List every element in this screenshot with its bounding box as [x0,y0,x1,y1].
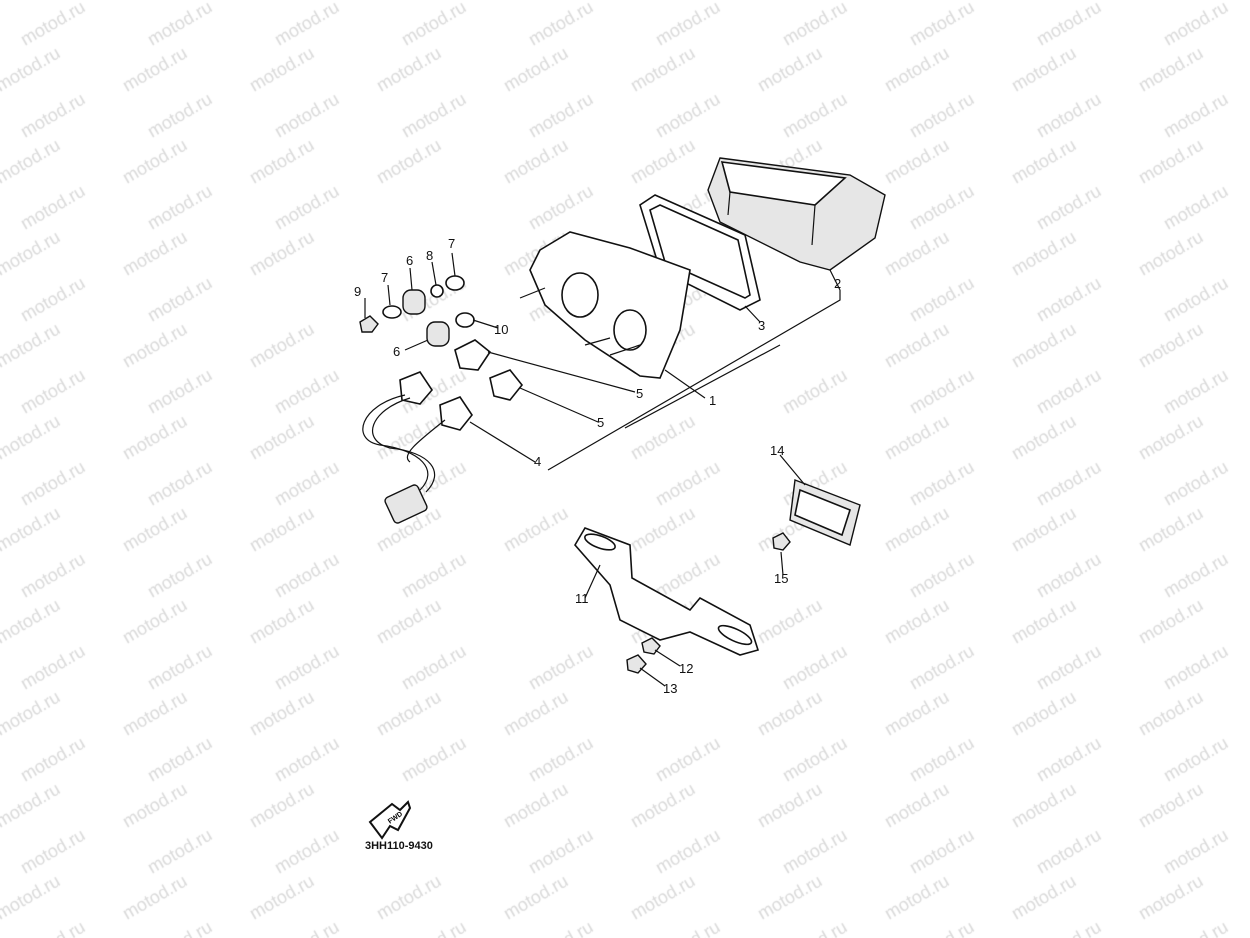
part-license-bracket [574,527,760,656]
forward-arrow-icon: FWD [368,800,412,840]
leader-lines [364,252,841,687]
diagram-code: 3HH110-9430 [365,840,433,852]
callout-9: 9 [354,284,361,299]
callout-1: 1 [709,393,716,408]
part-wire-harness [362,371,473,524]
part-hardware [359,275,475,347]
callout-12: 12 [679,661,693,676]
callout-6a: 6 [406,253,413,268]
callout-4: 4 [534,454,541,469]
callout-7b: 7 [448,236,455,251]
callout-11: 11 [575,591,589,606]
callout-3: 3 [758,318,765,333]
part-lens [707,157,886,271]
part-gasket [639,194,761,311]
callout-8: 8 [426,248,433,263]
callout-5a: 5 [636,386,643,401]
callout-14: 14 [770,443,784,458]
part-bulbs [454,339,524,401]
callout-6b: 6 [393,344,400,359]
callout-7a: 7 [381,270,388,285]
callout-2: 2 [834,276,841,291]
callout-13: 13 [663,681,677,696]
callout-10: 10 [494,322,508,337]
callout-5b: 5 [597,415,604,430]
part-housing [519,231,691,379]
callout-15: 15 [774,571,788,586]
